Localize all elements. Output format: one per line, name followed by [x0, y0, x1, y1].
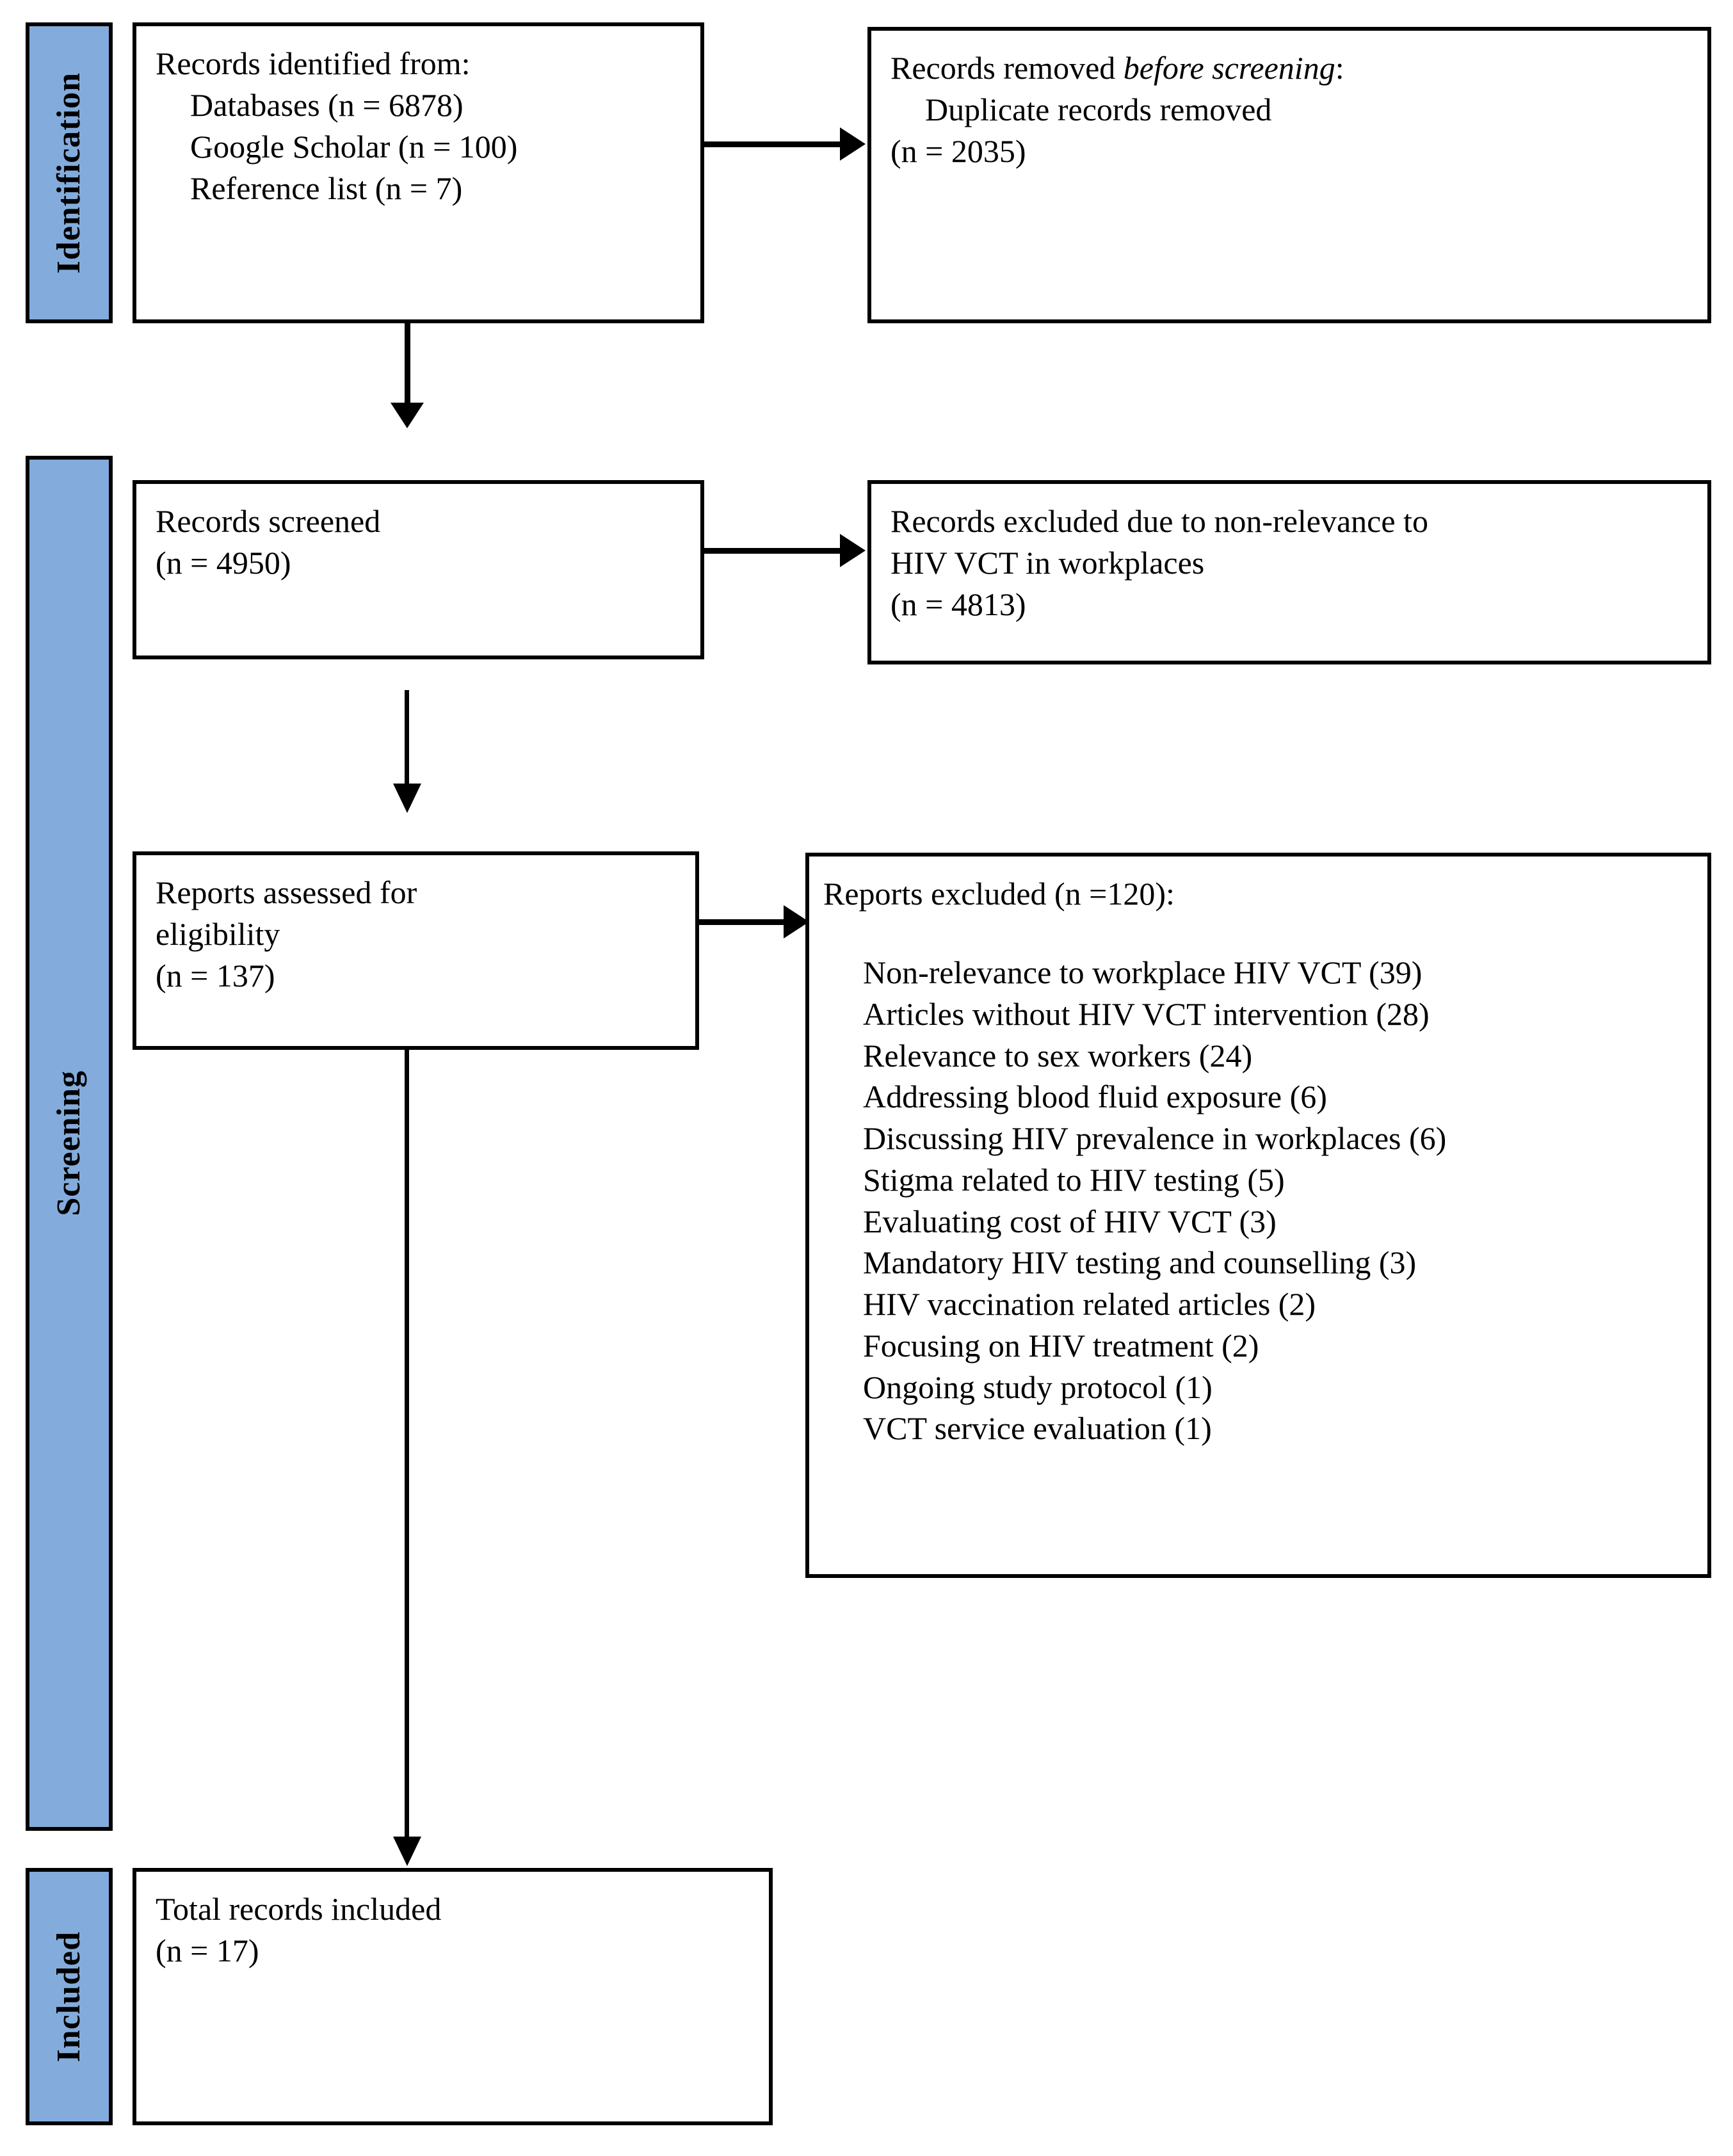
records-screened-line-1: (n = 4950) [156, 545, 291, 581]
arrowhead-right-icon [840, 127, 866, 161]
connector-shaft [405, 690, 409, 786]
records-identified-item-0: Databases (n = 6878) [190, 87, 463, 123]
reports-excluded-spacer [823, 915, 1688, 952]
box-total-included: Total records included (n = 17) [133, 1868, 773, 2125]
reports-excluded-reason: Addressing blood fluid exposure (6) [863, 1079, 1327, 1115]
phase-bar-identification: Identification [26, 22, 113, 323]
records-removed-title-italic: before screening [1123, 50, 1335, 86]
records-removed-title-lead: Records removed [891, 50, 1124, 86]
reports-excluded-reason: HIV vaccination related articles (2) [863, 1286, 1316, 1322]
connector-identified-to-removed [704, 125, 871, 163]
reports-excluded-header: Reports excluded (n =120): [823, 876, 1175, 912]
box-records-identified: Records identified from: Databases (n = … [133, 22, 704, 323]
connector-shaft [405, 323, 410, 405]
reports-excluded-reason: Relevance to sex workers (24) [863, 1037, 1253, 1074]
connector-screened-to-excluded [704, 531, 871, 570]
connector-shaft [704, 141, 842, 147]
arrowhead-right-icon [784, 905, 809, 938]
reports-excluded-reason: Ongoing study protocol (1) [863, 1369, 1213, 1405]
reports-excluded-reason: Discussing HIV prevalence in workplaces … [863, 1120, 1447, 1156]
total-included-line-0: Total records included [156, 1891, 442, 1927]
reports-assessed-line-0: Reports assessed for [156, 874, 417, 910]
reports-excluded-reason: Non-relevance to workplace HIV VCT (39) [863, 954, 1423, 990]
connector-shaft [405, 1049, 409, 1839]
reports-excluded-reason: Articles without HIV VCT intervention (2… [863, 995, 1430, 1032]
arrowhead-right-icon [840, 534, 866, 567]
reports-excluded-reason: Focusing on HIV treatment (2) [863, 1327, 1259, 1364]
phase-bar-screening: Screening [26, 456, 113, 1831]
records-excluded-line-1: HIV VCT in workplaces [891, 545, 1205, 581]
box-reports-assessed: Reports assessed for eligibility (n = 13… [133, 851, 699, 1050]
reports-assessed-line-1: eligibility [156, 916, 280, 952]
box-reports-excluded: Reports excluded (n =120): Non-relevance… [805, 853, 1711, 1578]
records-screened-line-0: Records screened [156, 503, 381, 539]
arrowhead-down-icon [393, 784, 421, 813]
arrowhead-down-icon [391, 403, 424, 428]
reports-excluded-reason-list: Non-relevance to workplace HIV VCT (39) … [823, 952, 1688, 1449]
connector-identified-to-screened [391, 323, 429, 432]
reports-excluded-reason: VCT service evaluation (1) [863, 1410, 1212, 1447]
connector-shaft [704, 548, 842, 554]
phase-label-identification: Identification [51, 72, 87, 274]
reports-excluded-reason: Mandatory HIV testing and counselling (3… [863, 1244, 1417, 1281]
connector-assessed-to-included [391, 1049, 429, 1874]
box-records-removed: Records removed before screening: Duplic… [867, 27, 1711, 323]
records-excluded-line-0: Records excluded due to non-relevance to [891, 503, 1428, 539]
records-removed-title: Records removed before screening: [891, 47, 1688, 89]
arrowhead-down-icon [393, 1837, 421, 1866]
records-identified-item-1: Google Scholar (n = 100) [190, 129, 518, 165]
box-records-screened: Records screened (n = 4950) [133, 480, 704, 659]
reports-excluded-reason: Stigma related to HIV testing (5) [863, 1161, 1285, 1198]
reports-excluded-reason: Evaluating cost of HIV VCT (3) [863, 1203, 1277, 1239]
reports-assessed-line-2: (n = 137) [156, 958, 275, 994]
records-removed-item-0: Duplicate records removed [925, 92, 1272, 127]
records-removed-title-tail: : [1335, 50, 1344, 86]
connector-assessed-to-reports-excluded [699, 903, 827, 941]
phase-label-included: Included [51, 1931, 87, 2063]
connector-screened-to-assessed [391, 690, 429, 818]
records-excluded-line-2: (n = 4813) [891, 586, 1026, 622]
total-included-line-1: (n = 17) [156, 1933, 259, 1968]
records-identified-item-2: Reference list (n = 7) [190, 170, 463, 206]
phase-bar-included: Included [26, 1868, 113, 2125]
phase-label-screening: Screening [51, 1070, 87, 1216]
records-removed-count: (n = 2035) [891, 133, 1026, 169]
records-identified-title: Records identified from: [156, 45, 471, 81]
box-records-excluded: Records excluded due to non-relevance to… [867, 480, 1711, 664]
connector-shaft [699, 919, 786, 925]
